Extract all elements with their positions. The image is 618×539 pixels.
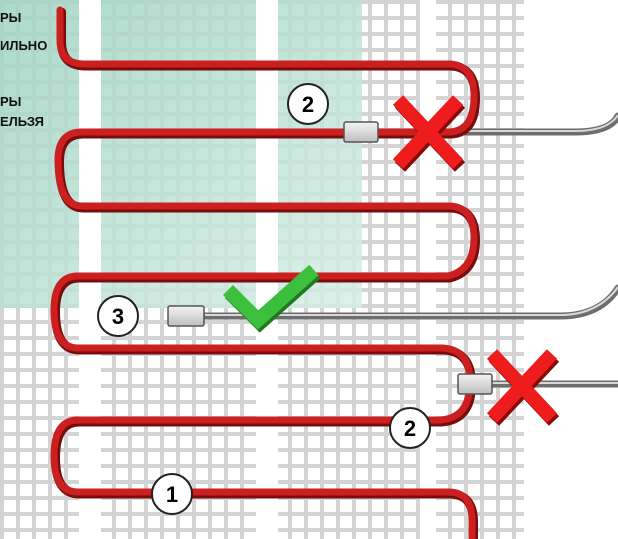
mesh-strip-2	[256, 0, 278, 539]
mesh-strip-3	[420, 0, 436, 539]
cross-icon	[392, 95, 466, 172]
marker-1-label: 1	[166, 482, 178, 507]
marker-2-top: 2	[287, 83, 329, 125]
coupling-top	[343, 121, 379, 143]
marker-2-top-label: 2	[302, 92, 314, 117]
marker-2-bottom-label: 2	[404, 416, 416, 441]
marker-3: 3	[97, 295, 139, 337]
panel-label-3: РЫ	[0, 94, 21, 109]
check-icon	[223, 264, 321, 333]
lead-wire-top-highlight	[378, 114, 618, 132]
right-margin	[524, 0, 618, 539]
panel-label-4: ЕЛЬЗЯ	[0, 114, 44, 129]
marker-2-bottom: 2	[389, 407, 431, 449]
heating-cable	[50, 6, 478, 539]
panel-label-2: ИЛЬНО	[0, 38, 47, 53]
lead-wire-middle-highlight	[205, 286, 618, 316]
mesh-strip-1	[79, 0, 101, 539]
marker-1: 1	[151, 473, 193, 515]
green-panel	[0, 0, 362, 308]
coupling-bottom	[457, 373, 493, 395]
panel-label-1: РЫ	[0, 10, 21, 25]
marker-3-label: 3	[112, 304, 124, 329]
cross-icon	[486, 349, 560, 426]
coupling-middle	[167, 305, 205, 327]
